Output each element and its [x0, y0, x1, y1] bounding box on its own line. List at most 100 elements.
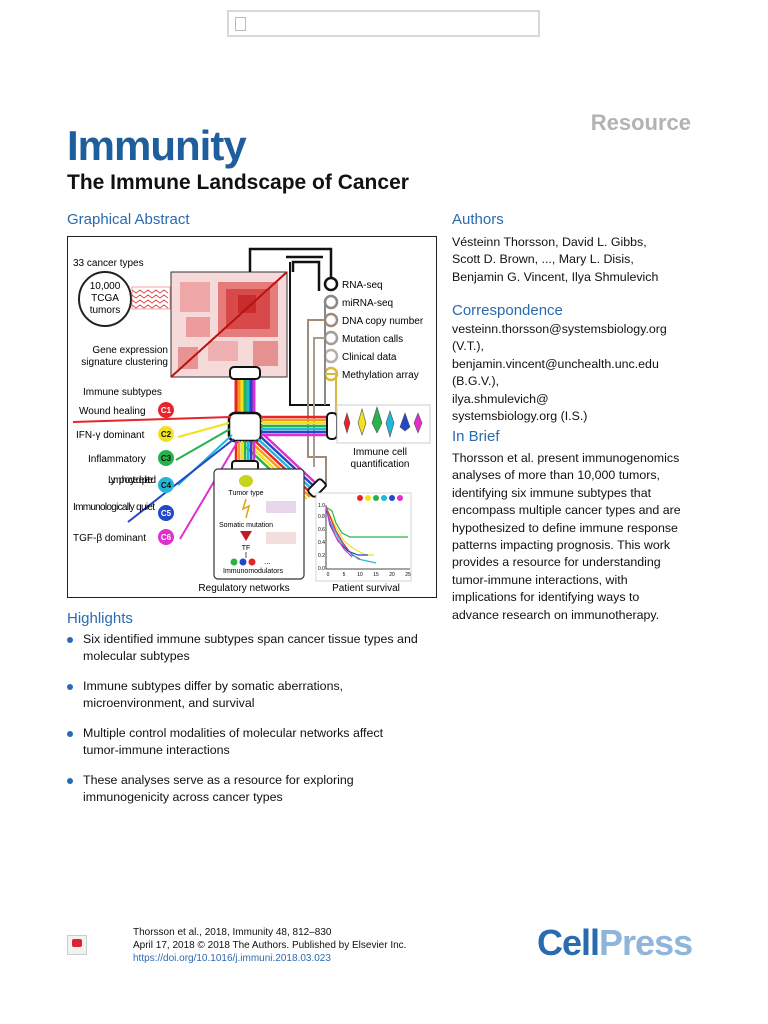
citation-line: Thorsson et al., 2018, Immunity 48, 812–…	[133, 927, 332, 938]
correspondence-heading: Correspondence	[452, 302, 563, 319]
network-label-1: Tumor type	[228, 490, 263, 497]
graphical-abstract-figure: 33 cancer types 10,000 TCGA tumors Gene …	[67, 236, 437, 598]
data-type-4: Mutation calls	[342, 334, 403, 345]
in-brief-line: hypothesized to define immune response	[452, 520, 678, 535]
bullet-icon	[67, 731, 73, 737]
svg-text:25: 25	[405, 572, 411, 578]
subtype-lines	[72, 416, 239, 540]
in-brief-line: patterns impacting prognosis. This work	[452, 538, 671, 553]
data-connectors	[248, 247, 333, 291]
survival-connector	[307, 478, 327, 498]
data-type-6: Methylation array	[342, 370, 419, 381]
article-title: The Immune Landscape of Cancer	[67, 171, 409, 194]
network-label-3: TF	[242, 545, 251, 552]
highlight-text: Immune subtypes differ by somatic aberra…	[83, 679, 344, 711]
immune-cell-line2: quantification	[351, 459, 410, 470]
subtype-6-badge	[158, 529, 174, 545]
document-icon	[235, 17, 246, 31]
bullet-icon	[67, 684, 73, 690]
tumors-line2: TCGA	[91, 293, 119, 304]
subtype-1-code: C1	[161, 406, 172, 415]
network-diagram: Tumor type Somatic mutation TF ... Immun…	[219, 475, 296, 575]
zigzag-lines	[131, 289, 169, 309]
subtype-1-badge	[158, 402, 174, 418]
in-brief-line: implications for identifying ways to	[452, 590, 640, 605]
correspondence-email-3a[interactable]: ilya.shmulevich@	[452, 391, 549, 406]
subtype-2-badge	[158, 426, 174, 442]
subtype-4-label: Lymphocyte depleted	[108, 475, 156, 486]
survival-axes	[325, 505, 410, 570]
mirna-seq-icon	[323, 294, 339, 310]
in-brief-line: tumor-immune interactions, with	[452, 572, 628, 587]
correspondence-list: vesteinn.thorsson@systemsbiology.org (V.…	[452, 321, 702, 425]
regulatory-panel	[213, 468, 305, 580]
subtype-4-badge	[158, 477, 174, 493]
svg-text:0: 0	[327, 572, 330, 578]
survival-legend	[357, 495, 403, 501]
subtype-5-code: C5	[161, 509, 172, 518]
article-type-label: Resource	[590, 110, 691, 135]
bullet-icon	[67, 637, 73, 643]
highlight-text: Six identified immune subtypes span canc…	[83, 632, 418, 664]
survival-curves	[325, 506, 408, 564]
svg-text:15: 15	[373, 572, 379, 578]
tumor-ellipse	[78, 271, 132, 327]
data-type-2: miRNA-seq	[342, 298, 393, 309]
dna-copy-number-icon	[323, 312, 339, 328]
subtype-list: Wound healing C1 IFN-γ dominant C2 Infla…	[73, 402, 174, 545]
subtype-3-code: C3	[161, 454, 172, 463]
authors-list: Vésteinn Thorsson, David L. Gibbs, Scott…	[452, 234, 702, 286]
doi-link[interactable]: https://doi.org/10.1016/j.immuni.2018.03…	[133, 953, 331, 964]
immune-connector	[326, 412, 338, 440]
svg-text:0.8: 0.8	[318, 514, 325, 520]
survival-x-ticks: 0 5 10 15 20 25	[327, 572, 411, 578]
subtype-3-badge	[158, 450, 174, 466]
clustering-line1: Gene expression	[92, 345, 168, 356]
svg-text:0.2: 0.2	[318, 553, 325, 559]
subtype-1-label: Wound healing	[79, 406, 146, 417]
highlights-heading: Highlights	[67, 610, 133, 627]
subtype-2-code: C2	[161, 430, 172, 439]
in-brief-text: Thorsson et al. present immunogenomics a…	[452, 450, 702, 624]
immune-cell-line1: Immune cell	[353, 447, 407, 458]
graphical-abstract-heading: Graphical Abstract	[67, 211, 190, 228]
svg-text:5: 5	[343, 572, 346, 578]
in-brief-line: Thorsson et al. present immunogenomics	[452, 451, 680, 465]
clinical-data-icon	[323, 348, 339, 364]
badge-mark	[72, 939, 82, 947]
svg-text:20: 20	[389, 572, 395, 578]
svg-text:0.0: 0.0	[318, 566, 325, 572]
subtype-5-badge	[158, 505, 174, 521]
authors-line-1: Vésteinn Thorsson, David L. Gibbs,	[452, 235, 647, 249]
correspondence-email-3b[interactable]: systemsbiology.org (I.S.)	[452, 409, 588, 424]
svg-text:1.0: 1.0	[318, 503, 325, 509]
tumors-line3: tumors	[90, 305, 121, 316]
correspondence-initials-1: (V.T.),	[452, 339, 484, 354]
in-brief-line: advance research on immunotherapy.	[452, 607, 660, 622]
graphical-abstract-svg: 33 cancer types 10,000 TCGA tumors Gene …	[72, 247, 431, 594]
check-for-updates-icon[interactable]	[67, 935, 87, 955]
heatmap-cells	[170, 271, 288, 378]
cellpress-logo: CellPress	[537, 922, 693, 964]
rna-seq-icon	[323, 276, 339, 292]
network-label-4: Immunomodulators	[223, 568, 283, 575]
cancer-types-label: 33 cancer types	[73, 258, 144, 269]
cellpress-cell: Cell	[537, 922, 600, 963]
subtype-2-label: IFN-γ dominant	[76, 430, 145, 441]
top-search-box[interactable]	[227, 10, 540, 37]
in-brief-line: analyses of more than 10,000 tumors,	[452, 468, 661, 483]
svg-text:...: ...	[264, 557, 271, 566]
tumors-line1: 10,000	[90, 281, 121, 292]
data-type-5: Clinical data	[342, 352, 397, 363]
in-brief-line: identifying six immune subtypes that	[452, 485, 652, 500]
data-type-list: RNA-seq miRNA-seq DNA copy number Mutati…	[323, 276, 424, 382]
subtype-6-label: TGF-β dominant	[73, 533, 146, 544]
correspondence-initials-2: (B.G.V.),	[452, 374, 500, 389]
authors-line-3: Benjamin G. Vincent, Ilya Shmulevich	[452, 269, 659, 284]
survival-y-ticks: 0.0 0.2 0.4 0.6 0.8 1.0	[318, 503, 325, 572]
cellpress-press: Press	[599, 922, 693, 963]
correspondence-email-2[interactable]: benjamin.vincent@unchealth.unc.edu	[452, 356, 659, 371]
authors-heading: Authors	[452, 211, 504, 228]
correspondence-email-1[interactable]: vesteinn.thorsson@systemsbiology.org	[452, 322, 667, 336]
in-brief-line: provides a resource for understanding	[452, 555, 661, 570]
